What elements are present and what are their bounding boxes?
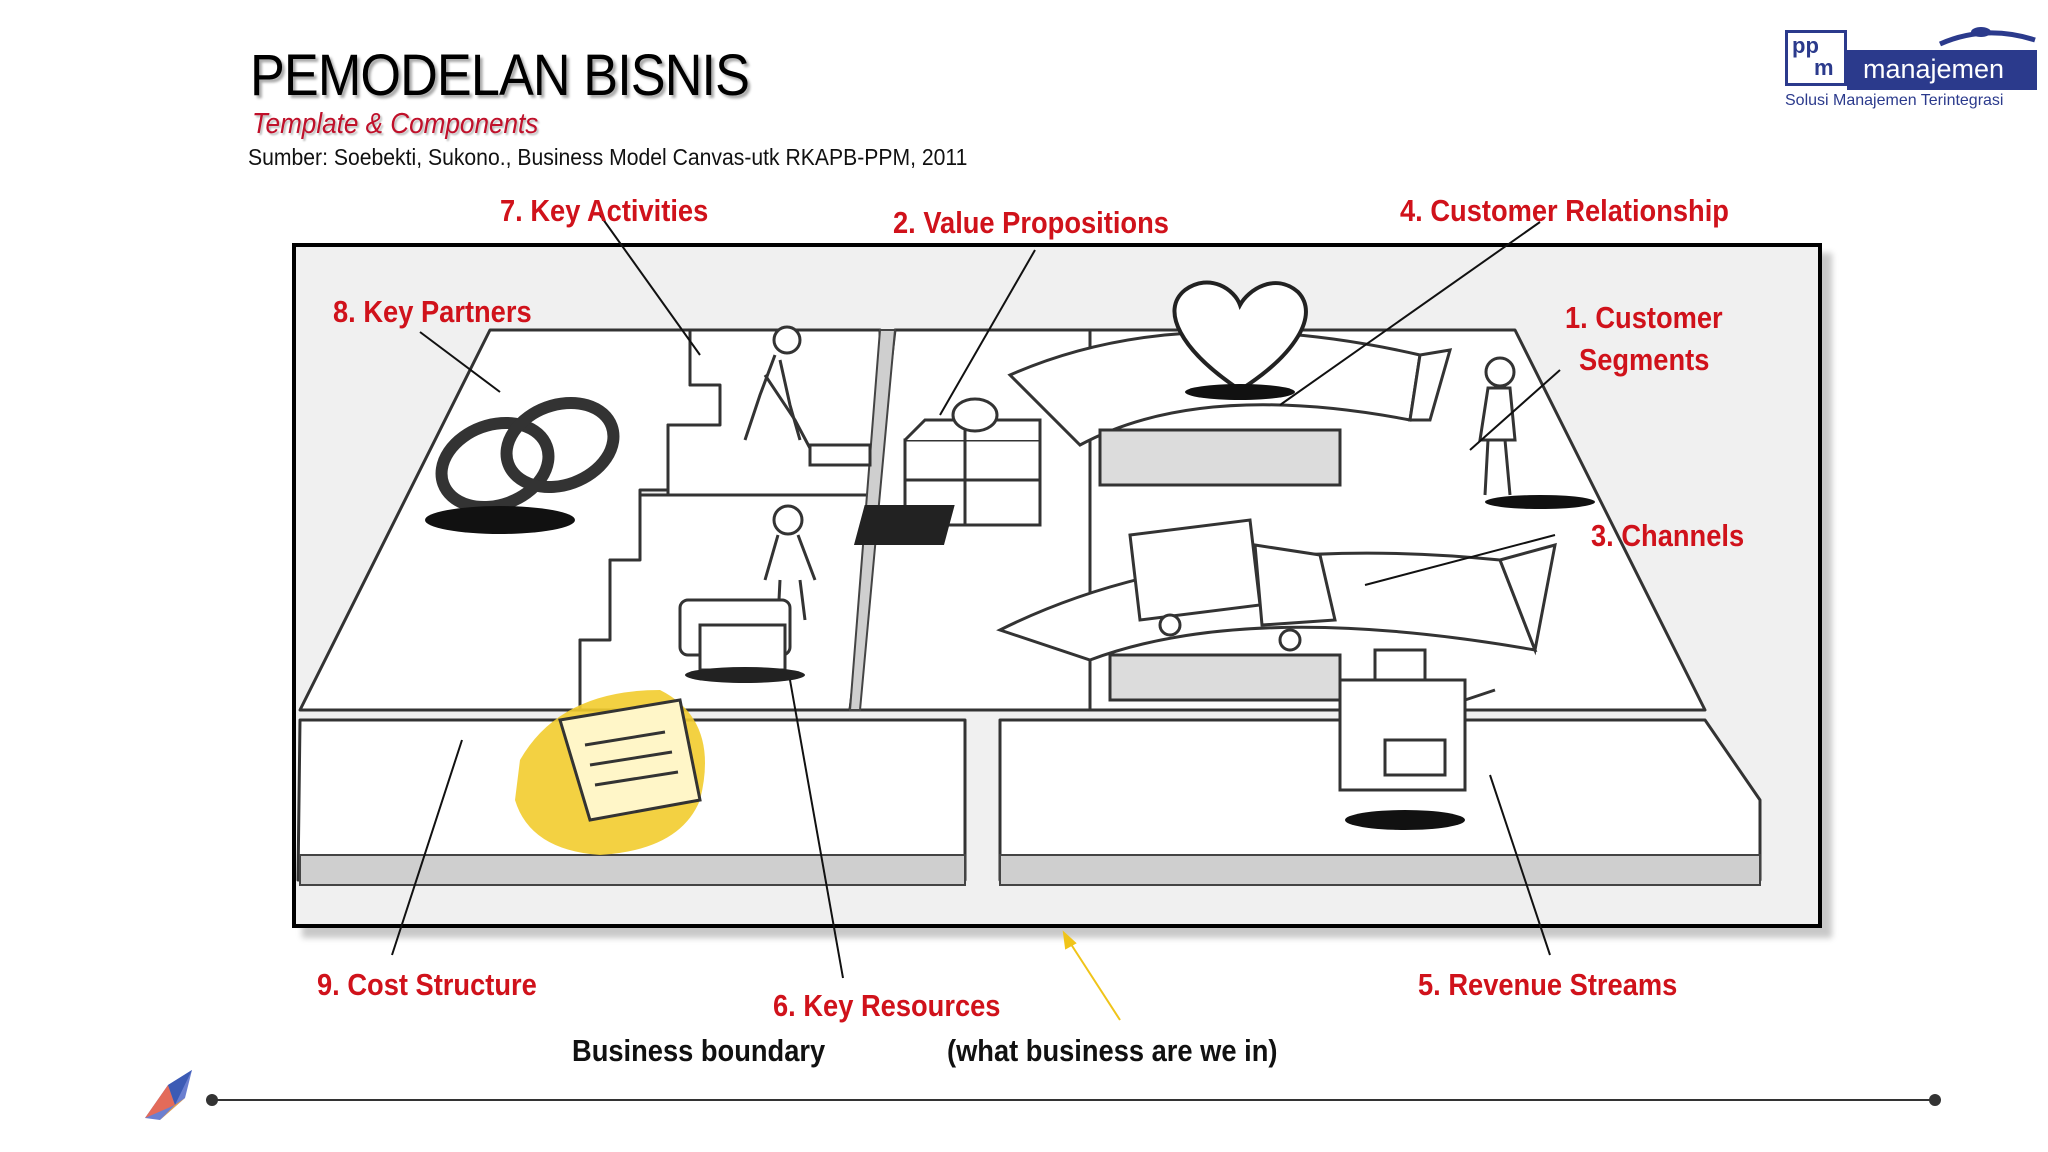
label-value-propositions: 2. Value Propositions	[893, 205, 1169, 240]
logo-wordmark: manajemen	[1847, 50, 2037, 90]
page-subtitle: Template & Components	[252, 108, 539, 140]
leader-key-partners	[419, 331, 501, 393]
leader-key-resources	[789, 679, 844, 979]
leader-cost-structure	[391, 739, 463, 956]
label-customer-relationship: 4. Customer Relationship	[1400, 193, 1729, 228]
label-key-resources: 6. Key Resources	[773, 988, 1001, 1023]
logo-tagline: Solusi Manajemen Terintegrasi	[1785, 92, 2004, 109]
source-citation: Sumber: Soebekti, Sukono., Business Mode…	[248, 144, 968, 170]
label-key-activities: 7. Key Activities	[500, 193, 709, 228]
rings-icon	[435, 396, 620, 514]
label-cost-structure: 9. Cost Structure	[317, 967, 537, 1002]
leader-customer-segments	[1469, 369, 1561, 451]
label-revenue-streams: 5. Revenue Streams	[1418, 967, 1678, 1002]
crystal-logo-icon	[145, 1070, 192, 1120]
label-customer-segments-line2: Segments	[1579, 342, 1710, 377]
caption-business-boundary: Business boundary	[572, 1033, 826, 1068]
cash-register-icon	[1338, 648, 1496, 792]
label-channels: 3. Channels	[1591, 518, 1745, 553]
leader-value-propositions	[939, 249, 1036, 416]
business-boundary-arrow	[1062, 930, 1121, 1021]
leader-revenue-streams	[1489, 774, 1551, 956]
label-customer-segments-line1: 1. Customer	[1565, 300, 1723, 335]
worker-machine-icon	[678, 504, 817, 672]
customer-person-icon	[1478, 356, 1517, 496]
leader-key-activities	[599, 214, 701, 356]
logo-mark: pp m	[1785, 30, 1847, 86]
worker-shovel-icon	[743, 325, 872, 467]
revenue-streams-panel	[998, 718, 1762, 882]
leader-channels	[1364, 534, 1556, 586]
label-key-partners: 8. Key Partners	[333, 294, 532, 329]
truck-icon	[1128, 518, 1337, 652]
logo-mark-bottom: m	[1814, 55, 1834, 80]
caption-what-business: (what business are we in)	[947, 1033, 1278, 1068]
heart-icon	[1172, 280, 1308, 393]
page-title: PEMODELAN BISNIS	[250, 43, 750, 108]
leader-customer-relationship	[1279, 221, 1541, 406]
logo-swoosh-icon	[1938, 27, 2036, 47]
logo-mark-top: pp	[1792, 33, 1819, 58]
receipt-icon	[558, 698, 702, 822]
ppm-logo: pp m manajemen Solusi Manajemen Terinteg…	[1785, 22, 2040, 122]
